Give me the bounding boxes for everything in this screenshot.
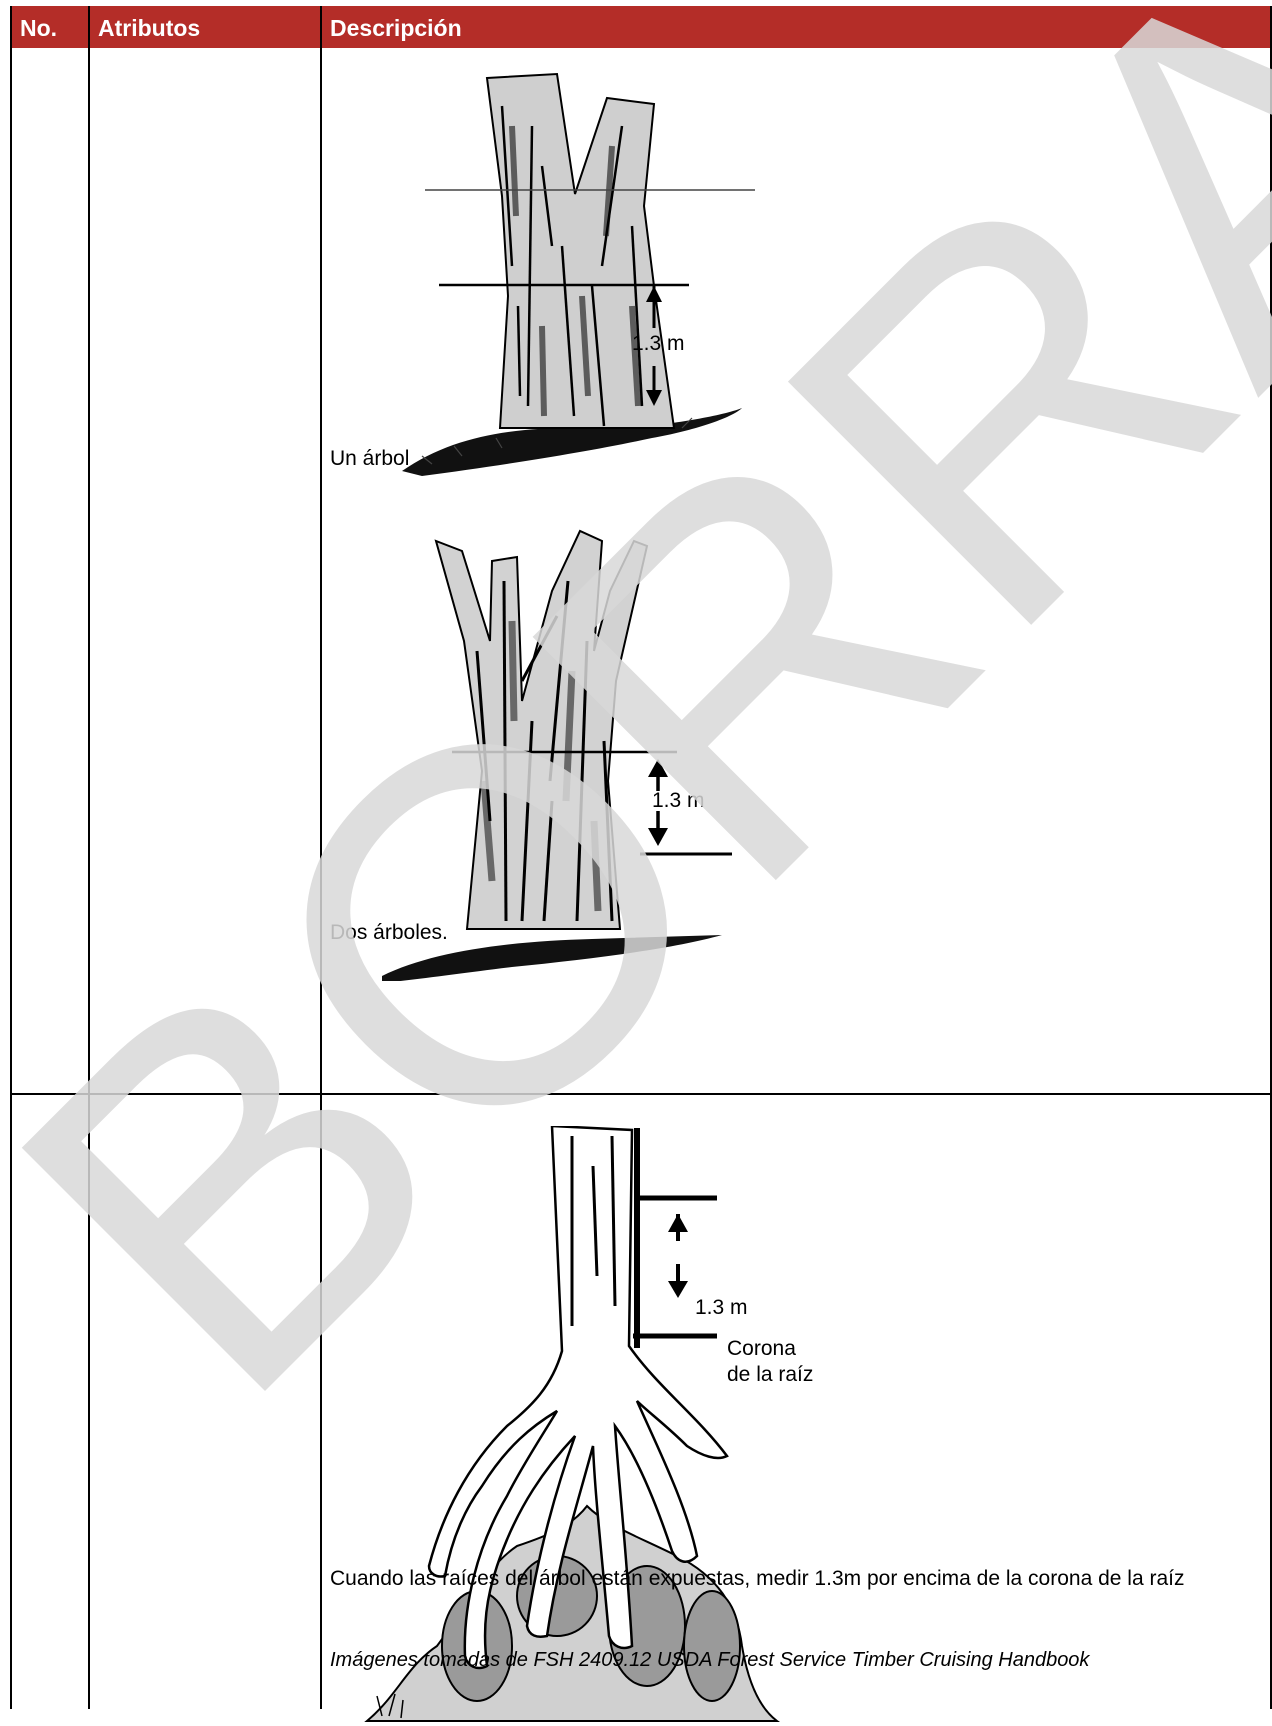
attributes-table: No. Atributos Descripción 1.3 m U: [10, 6, 1272, 1709]
height-label: 1.3 m: [632, 331, 685, 357]
column-divider: [320, 6, 322, 1709]
caption-two-trees: Dos árboles.: [330, 920, 448, 946]
header-no: No.: [12, 6, 88, 48]
image-source-note: Imágenes tomadas de FSH 2409.12 USDA For…: [330, 1648, 1090, 1672]
caption-single-tree: Un árbol: [330, 446, 409, 472]
height-label: 1.3 m: [652, 788, 705, 814]
table-header: No. Atributos Descripción: [12, 6, 1272, 48]
two-trees-illustration: [372, 521, 792, 981]
caption-exposed-roots: Cuando las raíces del árbol están expues…: [330, 1566, 1265, 1592]
root-crown-label-line2: de la raíz: [727, 1362, 813, 1388]
height-label: 1.3 m: [695, 1295, 748, 1321]
exposed-roots-illustration: [357, 1126, 817, 1726]
column-divider: [88, 6, 90, 1709]
row-divider: [12, 1093, 1272, 1095]
header-descripcion: Descripción: [322, 6, 1272, 48]
header-atributos: Atributos: [90, 6, 320, 48]
root-crown-label: Corona de la raíz: [727, 1336, 813, 1388]
single-tree-illustration: [392, 66, 832, 486]
root-crown-label-line1: Corona: [727, 1336, 813, 1362]
